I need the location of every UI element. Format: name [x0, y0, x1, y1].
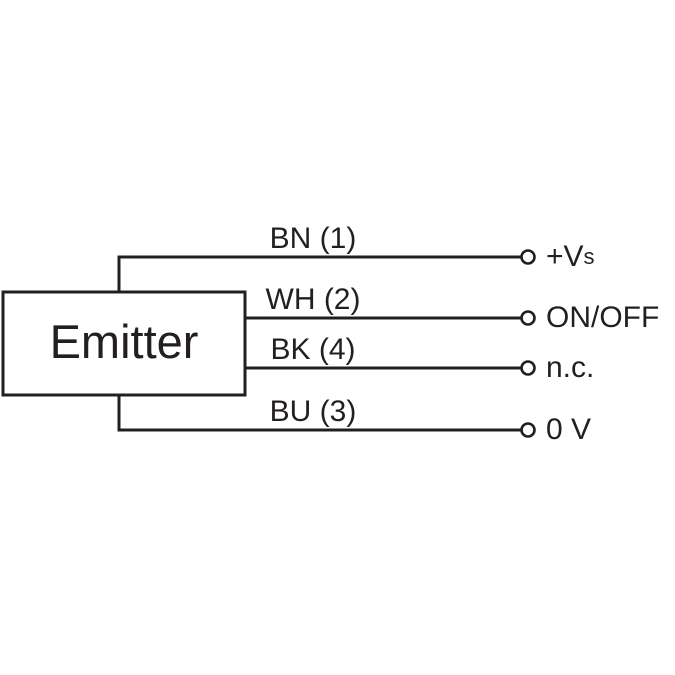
emitter-device-label: Emitter [50, 315, 199, 368]
terminal-circle-0v[interactable] [520, 422, 536, 438]
wire-label-bn: BN (1) [270, 222, 357, 255]
terminal-label-nc: n.c. [546, 351, 594, 384]
terminal-circle-nc[interactable] [520, 360, 536, 376]
terminal-label-vs-base: +V [546, 240, 584, 273]
terminal-label-0v: 0 V [546, 413, 591, 446]
wire-label-wh: WH (2) [266, 283, 361, 316]
terminal-label-vs-subscript: s [584, 244, 595, 269]
terminal-label-vs: +Vs [546, 240, 595, 273]
wire-label-bu: BU (3) [270, 395, 357, 428]
terminal-circle-onoff[interactable] [520, 310, 536, 326]
terminal-circle-vs[interactable] [520, 249, 536, 265]
terminal-label-onoff: ON/OFF [546, 301, 659, 334]
wire-label-bk: BK (4) [270, 333, 355, 366]
emitter-device-box [1, 290, 247, 397]
